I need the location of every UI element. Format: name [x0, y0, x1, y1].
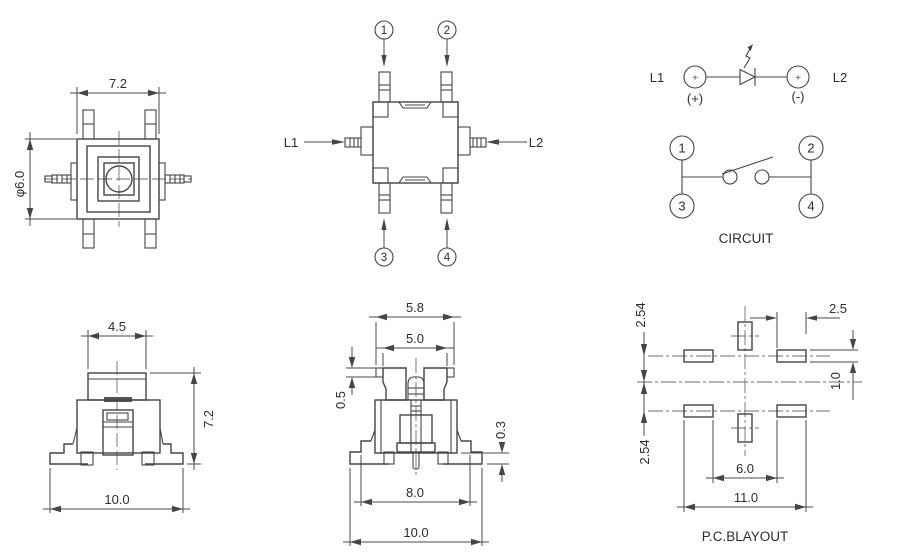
dim-label-pcb-gap: 6.0 [736, 461, 754, 476]
dim-section-tab: 0.5 [333, 347, 377, 409]
dim-pcb-pad-width: 2.5 [750, 301, 847, 348]
dim-label-section-feet: 8.0 [406, 485, 424, 500]
dim-section-inner: 5.0 [376, 331, 454, 366]
pin-3-label: 3 [381, 252, 387, 264]
pin-1-label: 1 [381, 25, 387, 37]
l2-label: L2 [529, 135, 543, 150]
cathode-label: (-) [792, 89, 805, 104]
top-lead-callout-l2: L2 [486, 135, 543, 150]
view-front: 7.2 φ6.0 [12, 76, 192, 249]
pad-left-bottom [683, 404, 714, 418]
circuit-l2-label: L2 [833, 70, 847, 85]
switch-contact-left [722, 169, 738, 185]
dim-section-base: 10.0 [343, 468, 489, 546]
dim-label-side-base: 10.0 [104, 492, 129, 507]
dim-side-height: 7.2 [150, 367, 216, 470]
pcb-centerlines [637, 306, 862, 456]
pad-right-bottom [776, 404, 807, 418]
terminal-plus-right: + [795, 73, 801, 84]
section-body-outline [374, 367, 458, 470]
dim-pcb-span: 11.0 [677, 420, 813, 512]
dim-label-front-width: 7.2 [109, 76, 127, 91]
top-body-outline [372, 101, 459, 184]
view-section: 5.8 5.0 0.5 0.3 [333, 300, 509, 546]
dim-pcb-pad-height: 1.0 [810, 330, 858, 400]
dim-front-diameter: φ6.0 [12, 132, 76, 226]
circuit-pin-1: 1 [678, 141, 685, 156]
dim-side-cap: 4.5 [81, 319, 153, 369]
top-lead-callout-l1: L1 [284, 135, 345, 150]
view-pcb: 2.54 2.54 2.5 1.0 6.0 [633, 301, 862, 544]
view-top: 1 2 3 4 L1 L2 [284, 20, 543, 267]
terminal-plus-left: + [692, 73, 698, 84]
top-pin-callout-4: 4 [437, 218, 457, 267]
led-symbol [739, 68, 757, 86]
top-pin-callout-3: 3 [374, 218, 394, 267]
l1-label: L1 [284, 135, 298, 150]
dim-label-pcb-pad-width: 2.5 [829, 301, 847, 316]
dim-label-pcb-pitch-top: 2.54 [633, 302, 648, 327]
front-button-circle [105, 165, 133, 193]
dim-label-pcb-pitch-bottom: 2.54 [637, 439, 652, 464]
pad-left-top [683, 349, 714, 363]
side-body-outline [76, 372, 161, 456]
circuit-pin-3: 3 [678, 199, 685, 214]
dim-pcb-pitch: 2.54 2.54 [633, 302, 652, 464]
pcb-title: P.C.BLAYOUT [702, 529, 789, 544]
switch-lever [721, 156, 774, 175]
pin-4-label: 4 [444, 252, 451, 264]
pin-2-label: 2 [444, 25, 450, 37]
circuit-switch-branch: 1 2 3 4 [669, 135, 824, 219]
led-light-arrow [743, 44, 753, 69]
dim-section-outer: 5.8 [369, 300, 461, 365]
top-pin-callout-2: 2 [437, 20, 457, 67]
side-feet [49, 427, 184, 466]
dim-label-side-cap: 4.5 [108, 319, 126, 334]
top-pins [344, 71, 487, 214]
dim-pcb-gap: 6.0 [706, 420, 784, 483]
circuit-pin-4: 4 [807, 199, 814, 214]
view-circuit: L1 + + L2 (+) (-) 1 2 3 4 [650, 44, 847, 246]
section-feet [349, 429, 483, 465]
dim-section-feet: 8.0 [354, 455, 477, 506]
dim-label-front-diameter: φ6.0 [12, 171, 27, 198]
dim-label-section-standoff: 0.3 [493, 421, 508, 439]
circuit-title: CIRCUIT [719, 231, 774, 246]
view-side: 4.5 7.2 10.0 [43, 319, 216, 513]
dim-label-section-inner: 5.0 [406, 331, 424, 346]
anode-label: (+) [687, 91, 703, 106]
pad-center-bottom [737, 413, 753, 443]
dim-label-pcb-pad-height: 1.0 [828, 372, 843, 390]
front-pins [44, 109, 192, 249]
circuit-led-branch: L1 + + L2 (+) (-) [650, 44, 847, 106]
circuit-pin-2: 2 [807, 141, 814, 156]
dim-label-side-height: 7.2 [201, 410, 216, 428]
front-centerlines [44, 131, 192, 227]
pad-center-top [737, 321, 753, 351]
dim-front-width: 7.2 [70, 76, 166, 134]
dim-section-standoff: 0.3 [461, 421, 509, 482]
dim-label-section-outer: 5.8 [406, 300, 424, 315]
top-pin-callout-1: 1 [374, 20, 394, 67]
pad-right-top [776, 349, 807, 363]
dim-label-pcb-span: 11.0 [734, 490, 758, 505]
circuit-l1-label: L1 [650, 70, 664, 85]
dim-label-section-tab: 0.5 [333, 391, 348, 409]
dim-side-base: 10.0 [43, 468, 190, 513]
switch-contact-right [754, 169, 770, 185]
dim-label-section-base: 10.0 [403, 525, 428, 540]
pcb-pads [683, 321, 807, 443]
